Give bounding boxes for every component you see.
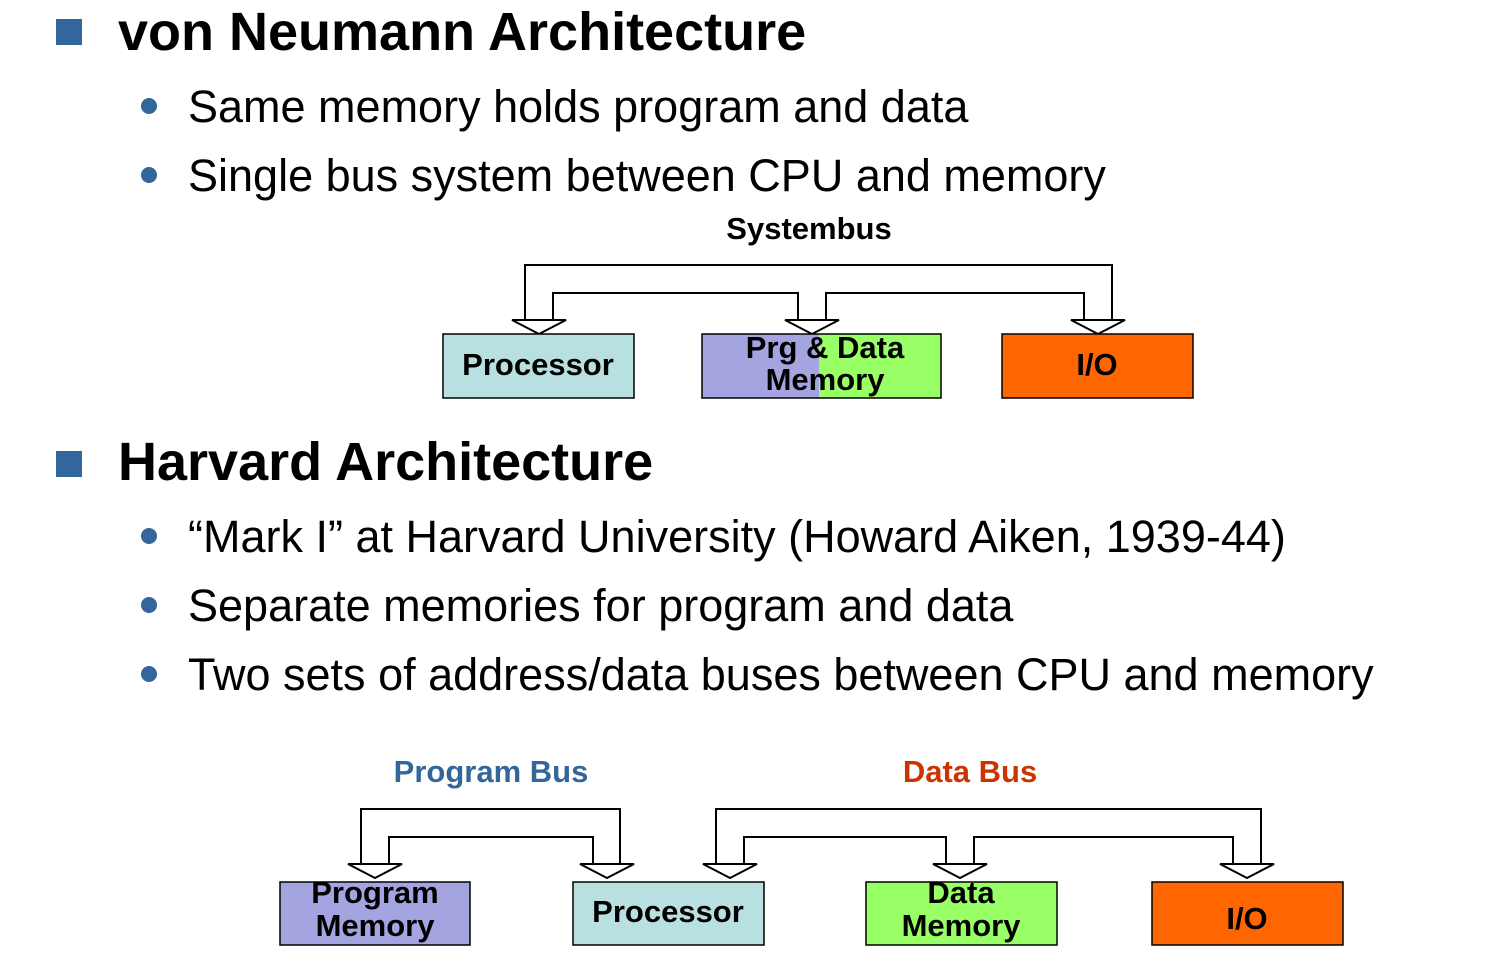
- io-label: I/O: [1076, 347, 1117, 382]
- program-memory-box: Program Memory: [279, 875, 471, 946]
- bullet-dot-icon: [141, 597, 157, 613]
- harvard-io-label: I/O: [1226, 901, 1267, 936]
- data-bus-lines: [715, 808, 1262, 864]
- von-neumann-heading: von Neumann Architecture: [118, 2, 807, 62]
- bullet-dot-icon: [141, 528, 157, 544]
- bus-arrow-icons: [511, 319, 1126, 336]
- data-memory-line1: Data: [927, 875, 995, 910]
- bus-arrow-icons: [347, 863, 1275, 880]
- data-bus-label: Data Bus: [903, 754, 1037, 789]
- harvard-io-box: I/O: [1151, 881, 1344, 946]
- program-bus-lines: [360, 808, 621, 864]
- bullet-text: Same memory holds program and data: [188, 81, 969, 132]
- program-bus-label: Program Bus: [394, 754, 589, 789]
- harvard-heading: Harvard Architecture: [118, 432, 654, 492]
- program-memory-line2: Memory: [316, 908, 436, 943]
- io-box: I/O: [1001, 333, 1194, 399]
- heading-square-icon: [56, 451, 82, 477]
- bullet-text: “Mark I” at Harvard University (Howard A…: [188, 511, 1286, 562]
- bullet-text: Separate memories for program and data: [188, 580, 1014, 631]
- bullet-dot-icon: [141, 167, 157, 183]
- systembus-label: Systembus: [726, 211, 891, 246]
- data-memory-box: Data Memory: [865, 875, 1058, 946]
- data-memory-line2: Memory: [902, 908, 1022, 943]
- systembus-lines: [524, 264, 1113, 320]
- heading-square-icon: [56, 19, 82, 45]
- harvard-processor-box: Processor: [572, 881, 765, 946]
- harvard-processor-label: Processor: [592, 894, 744, 929]
- bullet-text: Single bus system between CPU and memory: [188, 150, 1106, 201]
- memory-label-line2: Memory: [766, 362, 886, 397]
- processor-box: Processor: [442, 333, 635, 399]
- processor-label: Processor: [462, 347, 614, 382]
- bullet-dot-icon: [141, 666, 157, 682]
- memory-label-line1: Prg & Data: [746, 330, 905, 365]
- program-memory-line1: Program: [311, 875, 438, 910]
- prg-data-memory-box: Prg & Data Memory: [701, 330, 942, 399]
- bullet-text: Two sets of address/data buses between C…: [188, 649, 1374, 700]
- bullet-dot-icon: [141, 98, 157, 114]
- von-neumann-diagram: Systembus Processor Prg & Data Memory I/…: [442, 211, 1194, 399]
